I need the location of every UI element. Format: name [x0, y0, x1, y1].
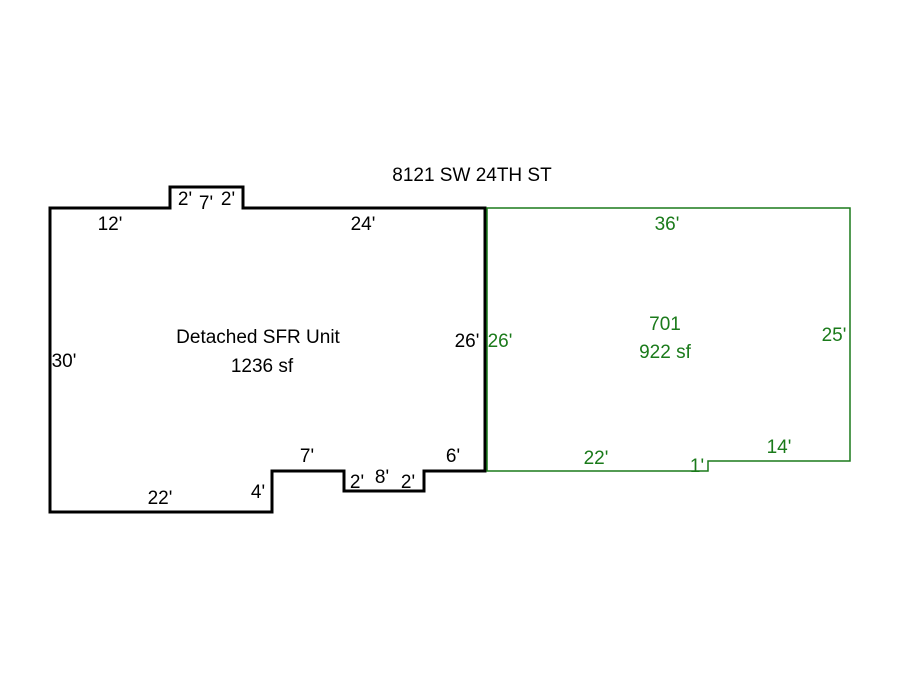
dim-right-inner: 26' — [455, 331, 480, 352]
dim-bump-left: 2' — [178, 189, 192, 210]
dim-addition-jog: 1' — [690, 456, 704, 477]
address-label: 8121 SW 24TH ST — [392, 165, 552, 186]
dim-addition-top: 36' — [655, 214, 680, 235]
dim-addition-right: 25' — [822, 325, 847, 346]
dim-top-left: 12' — [98, 214, 123, 235]
main-unit-name: Detached SFR Unit — [176, 327, 340, 348]
dim-left: 30' — [52, 351, 77, 372]
dim-notch-bottom: 8' — [375, 467, 389, 488]
dim-step-up: 4' — [251, 482, 265, 503]
dim-addition-bottom-right: 14' — [767, 437, 792, 458]
addition-area: 922 sf — [639, 342, 691, 363]
dim-top-right: 24' — [351, 214, 376, 235]
dim-bottom-right: 6' — [446, 446, 460, 467]
dim-bottom-left: 22' — [148, 488, 173, 509]
dim-notch-left: 2' — [350, 472, 364, 493]
addition-outline — [486, 207, 851, 472]
dim-notch-right: 2' — [401, 472, 415, 493]
addition-code: 701 — [649, 314, 681, 335]
dim-bump-top: 7' — [199, 193, 213, 214]
main-unit-outline — [48, 185, 487, 514]
dim-step-top: 7' — [300, 446, 314, 467]
dim-bump-right: 2' — [221, 189, 235, 210]
main-unit-area: 1236 sf — [231, 356, 294, 377]
dim-addition-bottom-left: 22' — [584, 448, 609, 469]
dim-addition-left: 26' — [488, 331, 513, 352]
